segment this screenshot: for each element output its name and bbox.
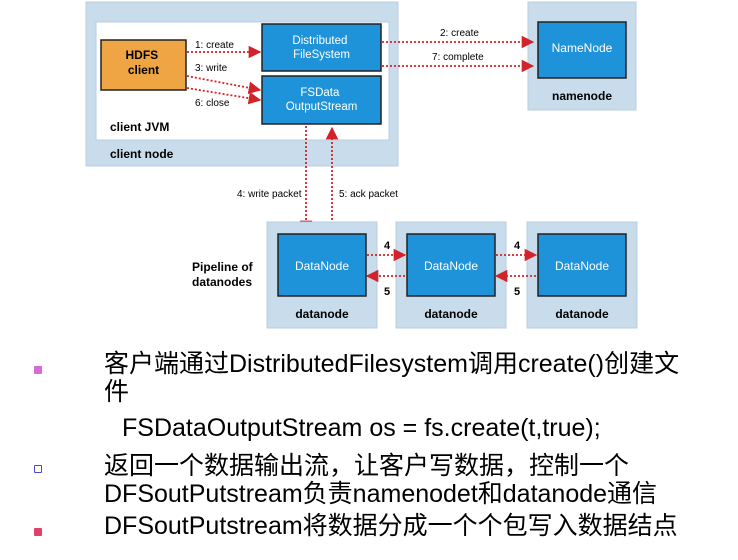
step2-label: 2: create bbox=[440, 28, 479, 39]
datanode-label-3: datanode bbox=[555, 307, 609, 321]
bullet-3-line1: DFSoutPutstream将数据分成一个个包写入数据结点 bbox=[104, 512, 678, 540]
hdfs-client-label: HDFS client bbox=[125, 48, 161, 77]
bullet-2-line1: 返回一个数据输出流，让客户写数据，控制一个 bbox=[104, 452, 630, 480]
bullet-marker-2 bbox=[34, 465, 42, 473]
arrow-close bbox=[186, 87, 262, 105]
step4-label: 4: write packet bbox=[237, 189, 302, 200]
datanode-box-3 bbox=[537, 233, 627, 297]
pipeline-line1: Pipeline of bbox=[192, 260, 254, 274]
namenode-label: namenode bbox=[552, 89, 612, 103]
client-node-label: client node bbox=[110, 147, 174, 161]
bullet-1-line1: 客户端通过DistributedFilesystem调用create()创建文 bbox=[104, 350, 680, 378]
datanode-label-1: datanode bbox=[295, 307, 349, 321]
bullet-2-line2: DFSoutPutstream负责namenodet和datanode通信 bbox=[104, 480, 658, 508]
datanode-box-2 bbox=[406, 233, 496, 297]
step7-label: 7: complete bbox=[432, 52, 484, 63]
hdfs-client-line1: HDFS bbox=[125, 48, 158, 62]
pipeline-ack-1-num: 5 bbox=[384, 286, 390, 298]
client-jvm-label: client JVM bbox=[110, 120, 169, 134]
datanode-box-1 bbox=[277, 233, 367, 297]
step6-label: 6: close bbox=[195, 98, 230, 109]
namenode-box bbox=[537, 21, 627, 79]
step3-label: 3: write bbox=[195, 63, 228, 74]
datanode-box-label-3: DataNode bbox=[555, 259, 609, 273]
hdfs-client-box bbox=[100, 39, 187, 91]
namenode-box-label: NameNode bbox=[552, 41, 613, 55]
distributed-filesystem-line1: Distributed bbox=[292, 35, 347, 47]
arrow-write bbox=[186, 75, 262, 95]
pipeline-ack-2-num: 5 bbox=[514, 286, 520, 298]
fsdata-outputstream-line2: OutputStream bbox=[286, 101, 358, 113]
bullet-marker-1 bbox=[34, 366, 42, 374]
bullet-1-line2: 件 bbox=[104, 378, 130, 406]
pipeline-line2: datanodes bbox=[192, 275, 252, 289]
pipeline-label: Pipeline of datanodes bbox=[192, 260, 256, 289]
fsdata-outputstream-line1: FSData bbox=[300, 87, 340, 99]
pipeline-forward-2-num: 4 bbox=[514, 240, 521, 252]
bullet-marker-3 bbox=[34, 528, 42, 536]
fsdata-outputstream-box bbox=[261, 75, 382, 125]
datanode-box-label-2: DataNode bbox=[424, 259, 478, 273]
hdfs-client-line2: client bbox=[128, 63, 159, 77]
step5-label: 5: ack packet bbox=[339, 189, 398, 200]
datanode-label-2: datanode bbox=[424, 307, 478, 321]
code-line: FSDataOutputStream os = fs.create(t,true… bbox=[122, 414, 601, 442]
distributed-filesystem-box bbox=[261, 23, 382, 72]
pipeline-forward-1-num: 4 bbox=[384, 240, 391, 252]
datanode-box-label-1: DataNode bbox=[295, 259, 349, 273]
hdfs-write-diagram: HDFS client Distributed FileSystem FSDat… bbox=[85, 1, 638, 329]
distributed-filesystem-line2: FileSystem bbox=[293, 49, 350, 61]
fsdata-outputstream-label: FSData OutputStream bbox=[286, 87, 358, 113]
step1-label: 1: create bbox=[195, 40, 234, 51]
distributed-filesystem-label: Distributed FileSystem bbox=[292, 35, 350, 61]
